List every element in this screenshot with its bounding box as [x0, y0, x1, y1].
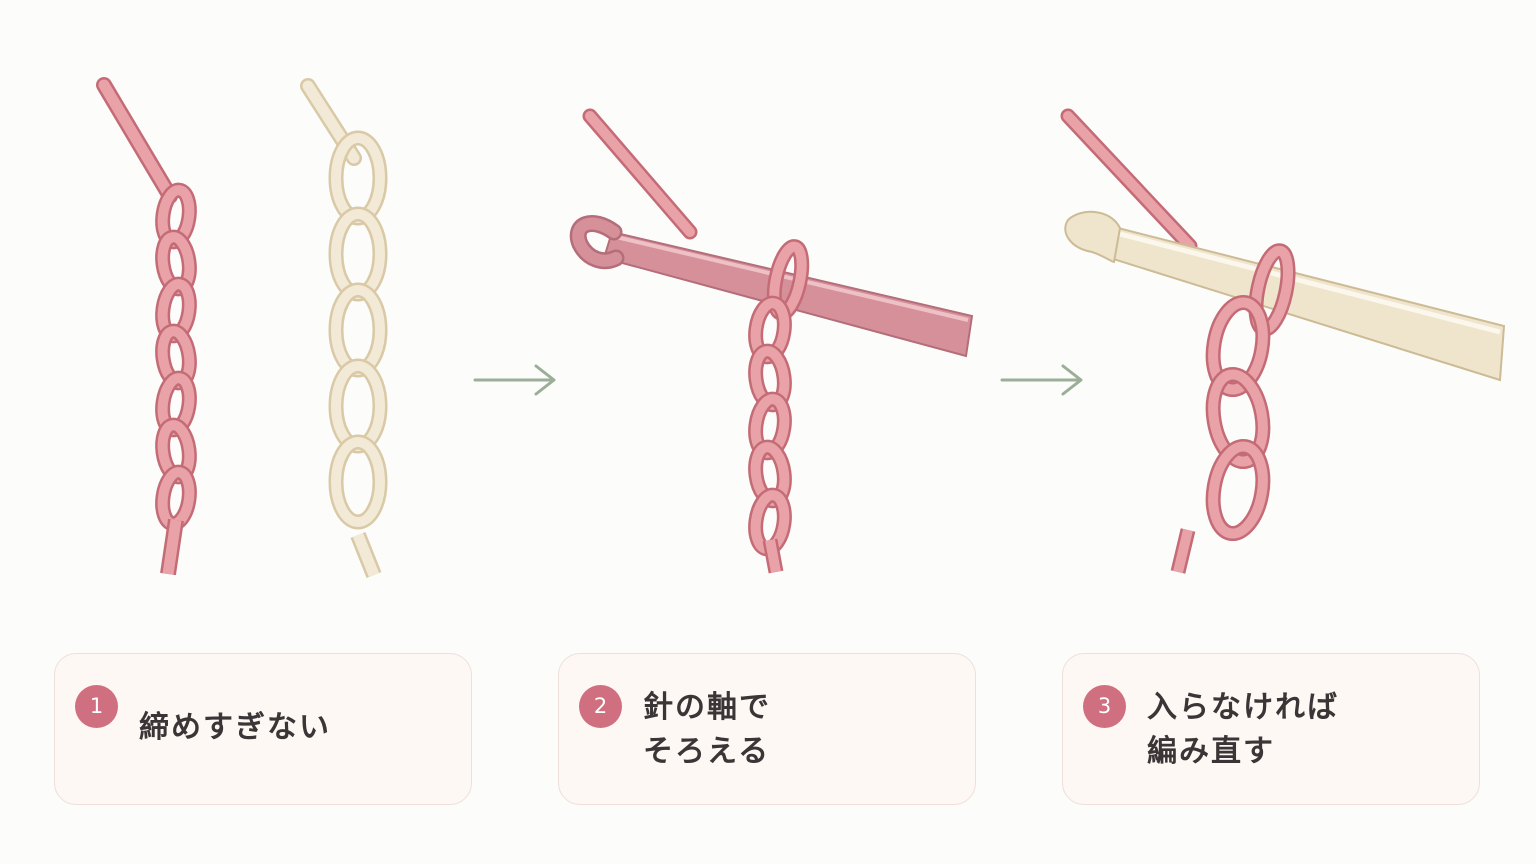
step-number-badge: 2 [579, 685, 622, 728]
step-label: 入らなければ 編み直す [1147, 690, 1339, 769]
step-number-badge: 1 [75, 685, 118, 728]
panel-tight-vs-loose [96, 77, 388, 578]
step-label: 締めすぎない [139, 710, 331, 745]
crochet-hook-icon [569, 215, 974, 358]
step-card-2: 2 針の軸で そろえる [558, 653, 976, 805]
crochet-illustration [96, 77, 1506, 578]
panel-redo-if-not-fit [1060, 108, 1506, 574]
step-card-3: 3 入らなければ 編み直す [1062, 653, 1480, 805]
panel-align-on-shaft [569, 108, 974, 574]
step-label: 針の軸で そろえる [643, 690, 771, 769]
arrow-right-icon [1000, 364, 1083, 396]
crochet-hook-icon [1064, 210, 1506, 382]
step-number-badge: 3 [1083, 685, 1126, 728]
step-card-1: 1 締めすぎない [54, 653, 472, 805]
tight-chain-yarn [96, 77, 197, 576]
loose-chain-yarn [300, 78, 388, 578]
arrow-right-icon [473, 364, 556, 396]
